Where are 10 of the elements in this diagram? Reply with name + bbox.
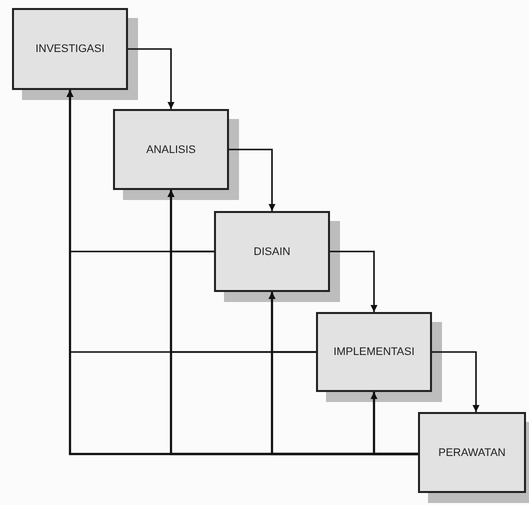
arrow [229,148,276,211]
arrow [128,48,174,109]
box-label: PERAWATAN [438,446,506,458]
box-label: INVESTIGASI [35,43,105,55]
arrow [330,250,378,312]
box-label: ANALISIS [146,144,196,156]
arrow [432,351,480,412]
box-label: IMPLEMENTASI [333,346,415,358]
box-label: DISAIN [254,246,290,258]
arrow [370,392,418,456]
